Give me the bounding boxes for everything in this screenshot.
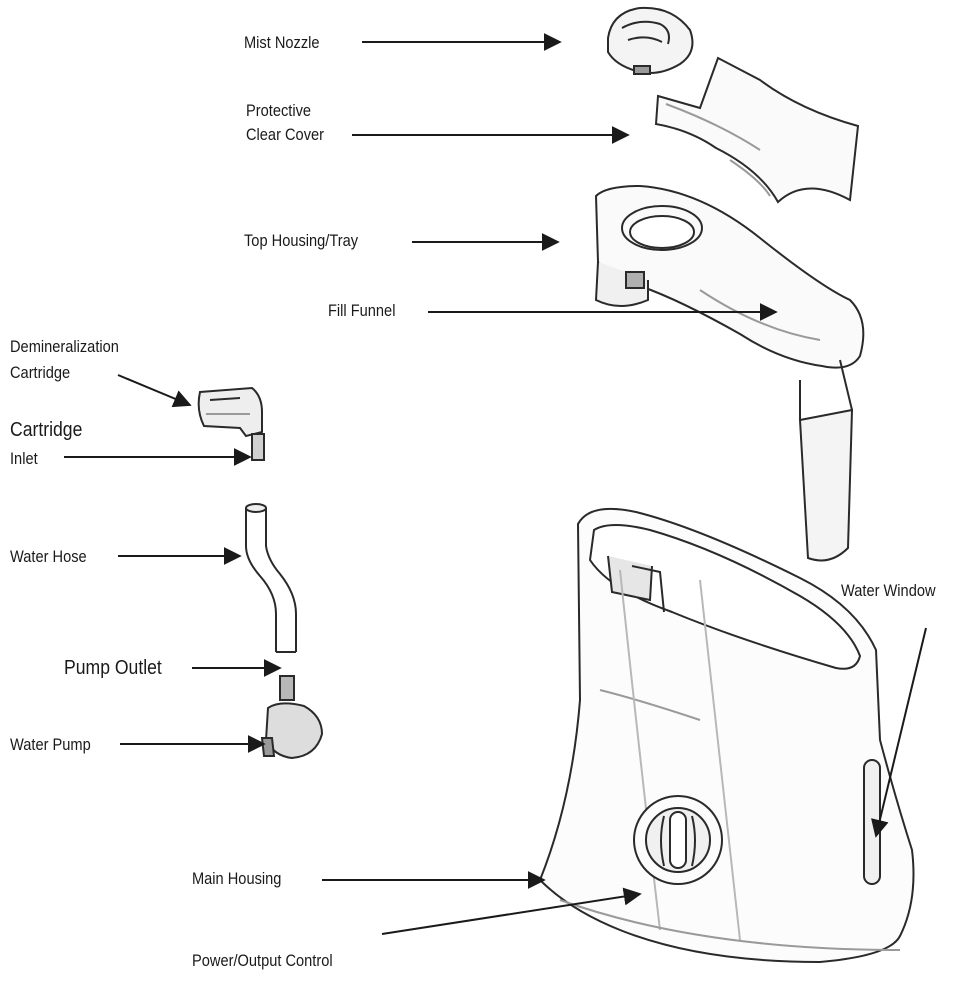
arrow-power-control <box>381 887 642 935</box>
water-hose-part <box>245 503 297 653</box>
label-demineralization-line1: Demineralization <box>10 337 119 356</box>
label-demineralization-line2: Cartridge <box>10 363 71 382</box>
label-protective-cover-line1: Protective <box>246 101 312 120</box>
label-water-hose: Water Hose <box>10 547 87 566</box>
arrow-demineralization <box>117 374 192 408</box>
label-water-pump: Water Pump <box>10 735 91 754</box>
leader-arrows <box>64 33 927 935</box>
mist-nozzle-part <box>607 6 694 75</box>
demineralization-cartridge-part <box>197 386 265 461</box>
main-housing-part <box>538 507 915 964</box>
label-fill-funnel: Fill Funnel <box>328 301 396 320</box>
label-power-control: Power/Output Control <box>192 951 333 970</box>
label-mist-nozzle: Mist Nozzle <box>244 33 320 52</box>
label-top-housing: Top Housing/Tray <box>244 231 359 250</box>
label-protective-cover-line2: Clear Cover <box>246 125 325 144</box>
label-cartridge-inlet-line2: Inlet <box>10 449 38 468</box>
protective-clear-cover-part <box>654 56 860 204</box>
water-pump-part <box>260 675 324 760</box>
label-pump-outlet: Pump Outlet <box>64 657 162 679</box>
label-main-housing: Main Housing <box>192 869 282 888</box>
label-cartridge-inlet-line1: Cartridge <box>10 419 83 441</box>
label-water-window: Water Window <box>841 581 936 600</box>
arrow-water-window <box>871 627 927 838</box>
top-housing-tray-part <box>594 184 865 562</box>
